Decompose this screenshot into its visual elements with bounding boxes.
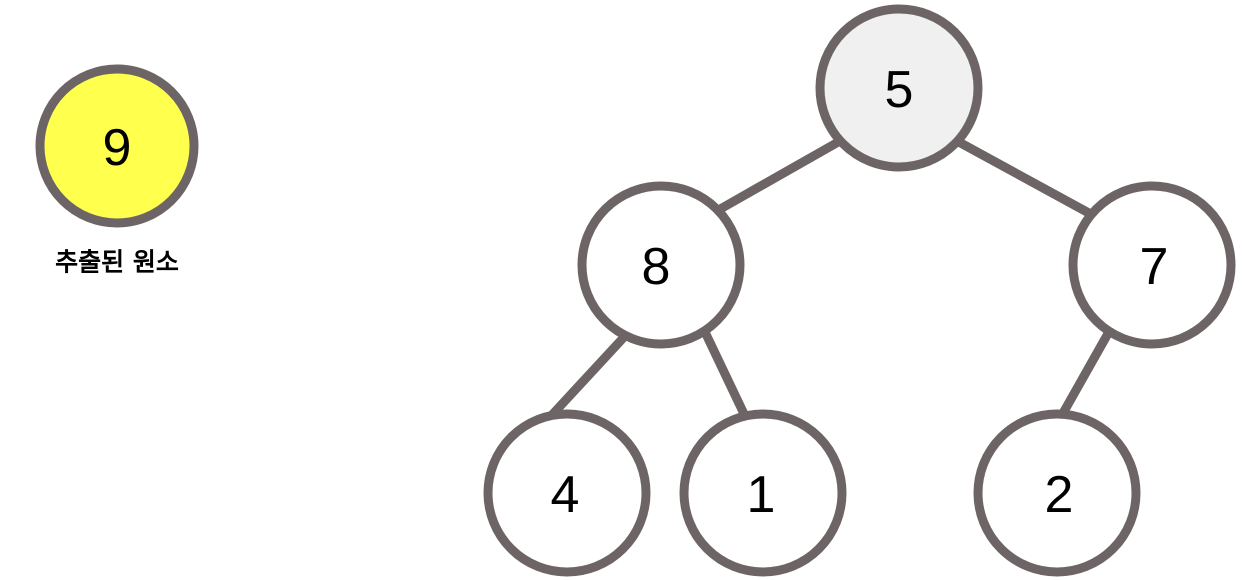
tree-node-2[interactable]: 2	[973, 409, 1141, 577]
tree-node-8[interactable]: 8	[577, 181, 745, 349]
node-circle-7[interactable]	[1068, 181, 1236, 349]
tree-edge-n5-n8	[712, 137, 843, 216]
tree-edge-n5-n7	[954, 137, 1101, 222]
tree-edge-n8-n4	[547, 332, 629, 420]
node-circle-2[interactable]	[973, 409, 1141, 577]
node-value-2: 2	[1045, 466, 1074, 524]
tree-node-4[interactable]: 4	[483, 409, 651, 577]
node-value-5: 5	[885, 61, 914, 119]
extracted-element-value: 9	[103, 119, 132, 177]
tree-edge-n7-n2	[1058, 327, 1114, 418]
tree-node-1[interactable]: 1	[679, 409, 847, 577]
node-layer: 5 8 7 4 1 2	[483, 4, 1236, 577]
tree-node-7[interactable]: 7	[1068, 181, 1236, 349]
tree-node-5[interactable]: 5	[815, 4, 983, 172]
node-value-7: 7	[1140, 238, 1169, 296]
node-value-8: 8	[642, 238, 671, 296]
legend-extracted-element: 9 추출된 원소	[35, 64, 199, 277]
extracted-element-label: 추출된 원소	[55, 248, 179, 277]
node-circle-1[interactable]	[679, 409, 847, 577]
node-circle-8[interactable]	[577, 181, 745, 349]
node-circle-5[interactable]	[815, 4, 983, 172]
node-circle-4[interactable]	[483, 409, 651, 577]
node-value-1: 1	[747, 466, 776, 524]
extracted-element-node[interactable]	[35, 64, 199, 228]
node-value-4: 4	[551, 466, 580, 524]
tree-edge-n8-n1	[700, 330, 750, 418]
edge-layer	[547, 137, 1114, 420]
